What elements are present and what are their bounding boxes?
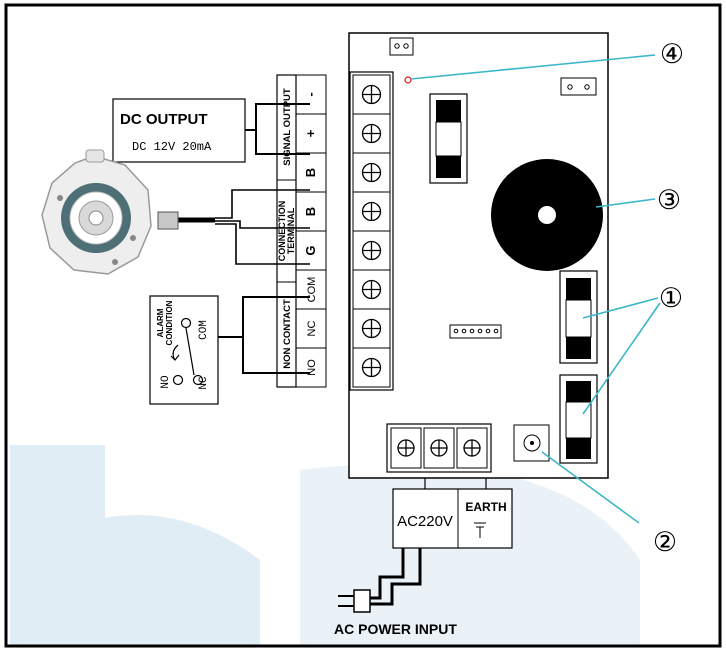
- nc-label: NC: [198, 376, 210, 390]
- alarm-label: ALARM: [156, 308, 165, 337]
- alarm-wires: [218, 296, 310, 374]
- dc-output-title: DC OUTPUT: [120, 111, 208, 128]
- right-fuse-holder-top: [559, 270, 598, 364]
- callout-4: ④: [660, 39, 684, 69]
- indicator-led: [404, 76, 412, 84]
- terminal-strip: - + B B G COM NC NO: [295, 71, 394, 391]
- terminal-strip-border: [349, 71, 394, 391]
- connection-terminal-label-2: TERMINAL: [286, 207, 296, 254]
- group-label-column: SIGNAL OUTPUT CONNECTION TERMINAL NON CO…: [276, 74, 297, 388]
- terminal-screw-block: [352, 230, 391, 271]
- alarm-condition-box: ALARM CONDITION COM NO NC: [149, 295, 219, 405]
- terminal-label: COM: [306, 277, 318, 303]
- upper-fuse-holder: [429, 93, 468, 184]
- terminal-label: +: [303, 129, 318, 137]
- terminal-label-cell: [295, 113, 327, 154]
- callout-1: ①: [659, 283, 683, 313]
- power-cord: [370, 548, 422, 606]
- terminal-label: G: [303, 245, 318, 255]
- no-label: NO: [160, 375, 172, 389]
- terminal-label: -: [303, 92, 318, 96]
- terminal-label: B: [303, 207, 318, 216]
- top-jumper: [389, 37, 414, 56]
- terminal-label: NC: [306, 321, 318, 337]
- buzzer: [491, 159, 603, 271]
- terminal-label: NO: [306, 359, 318, 376]
- dc-output-wires: [245, 103, 310, 155]
- potentiometer: [513, 424, 550, 462]
- callout-3: ③: [657, 185, 681, 215]
- com-label: COM: [198, 320, 210, 340]
- watermark: [10, 445, 640, 645]
- gas-sensor-device: [41, 149, 215, 275]
- condition-label: CONDITION: [165, 300, 174, 345]
- pin-header: [449, 324, 502, 339]
- ac-plug-icon: [338, 589, 371, 613]
- non-contact-label: NON CONTACT: [282, 299, 293, 369]
- dc-output-box: DC OUTPUT DC 12V 20mA: [112, 98, 246, 163]
- ac-power-input-label: AC POWER INPUT: [334, 621, 457, 637]
- power-input-box: AC220V EARTH: [392, 478, 513, 549]
- ac-voltage-label: AC220V: [397, 513, 453, 530]
- dc-output-spec: DC 12V 20mA: [132, 140, 212, 154]
- control-board: [348, 32, 609, 479]
- callout-2: ②: [653, 527, 677, 557]
- connection-terminal-label-1: CONNECTION: [277, 201, 287, 262]
- terminal-label: B: [303, 168, 318, 177]
- terminal-label-cell: [295, 74, 327, 115]
- callout-leaders: [410, 54, 661, 524]
- right-fuse-holder-bottom: [559, 374, 598, 464]
- earth-label: EARTH: [465, 500, 506, 514]
- right-jumper: [560, 77, 597, 96]
- power-terminal-block: [386, 423, 492, 473]
- outer-frame: [4, 3, 722, 648]
- terminal-label-cell: [295, 191, 327, 232]
- signal-output-label: SIGNAL OUTPUT: [282, 88, 293, 166]
- sensor-wires: [215, 189, 310, 265]
- earth-symbol-icon: [474, 522, 486, 538]
